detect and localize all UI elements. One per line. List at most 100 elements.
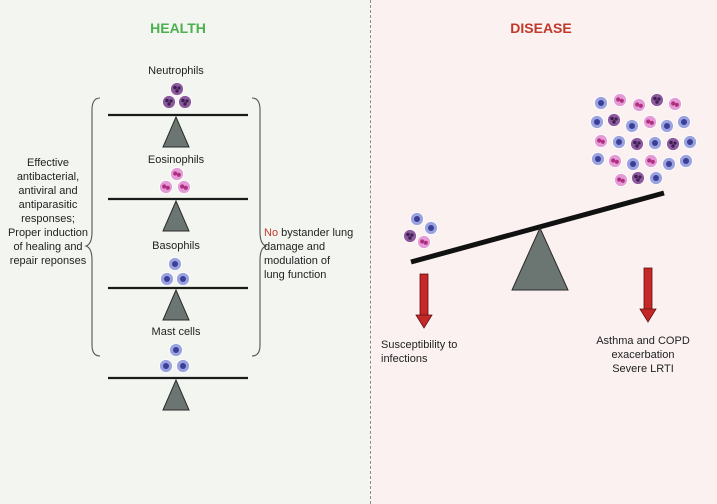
right-text-line: damage and: [264, 241, 326, 253]
neutrophil-cell: [162, 95, 176, 109]
left-text-line: responses;: [21, 213, 75, 225]
health-left-text: Effective antibacterial, antiviral and a…: [2, 156, 94, 268]
panel-divider: [370, 0, 371, 504]
right-text-line: lung function: [264, 269, 327, 281]
cell-nucleus: [162, 184, 167, 189]
cell-nucleus: [406, 232, 410, 237]
neutrophil-cell: [631, 171, 645, 185]
neutrophil-cell: [170, 82, 184, 96]
cell-nucleus: [616, 139, 622, 145]
health-right-text: No bystander lung damage and modulation …: [264, 226, 364, 282]
outcome-line: Susceptibility to: [381, 339, 458, 351]
left-text-line: antiparasitic: [18, 199, 78, 211]
down-arrow-head: [415, 314, 433, 329]
cell-nucleus: [597, 138, 602, 143]
cell-nucleus: [408, 236, 412, 240]
cell-nucleus: [173, 85, 177, 90]
cell-nucleus: [674, 102, 679, 107]
left-text-line: Proper induction: [7, 227, 89, 239]
cell-nucleus: [635, 144, 639, 148]
left-brace: [84, 97, 101, 357]
cell-nucleus: [183, 185, 188, 190]
neutrophil-cell: [403, 229, 417, 243]
fulcrum: [162, 288, 190, 321]
label-basophils: Basophils: [152, 240, 200, 252]
cell-nucleus: [173, 171, 178, 176]
cell-nucleus: [180, 363, 186, 369]
cell-nucleus: [614, 159, 619, 164]
cell-nucleus: [180, 184, 185, 189]
cell-nucleus: [671, 101, 676, 106]
fulcrum: [162, 199, 190, 232]
outcome-line: infections: [381, 353, 428, 365]
cell-nucleus: [423, 240, 428, 245]
label-neutrophils: Neutrophils: [148, 65, 204, 77]
cell-nucleus: [181, 98, 185, 103]
cell-nucleus: [636, 178, 640, 182]
cell-nucleus: [637, 141, 641, 145]
cell-nucleus: [634, 174, 638, 179]
cell-nucleus: [183, 102, 187, 106]
left-text-line: Effective: [27, 157, 69, 169]
cell-nucleus: [595, 156, 601, 162]
cell-nucleus: [611, 158, 616, 163]
left-text-line: repair reponses: [9, 255, 87, 267]
neutrophil-cell: [630, 137, 644, 151]
cell-nucleus: [167, 102, 171, 106]
neutrophil-cell: [178, 95, 192, 109]
cell-nucleus: [655, 100, 659, 104]
cell-nucleus: [185, 99, 189, 103]
cell-nucleus: [428, 225, 434, 231]
cell-nucleus: [657, 97, 661, 101]
cell-nucleus: [420, 239, 425, 244]
cell-nucleus: [619, 98, 624, 103]
left-text-line: of healing and: [13, 241, 83, 253]
cell-nucleus: [650, 159, 655, 164]
fulcrum: [162, 378, 190, 411]
cell-nucleus: [653, 96, 657, 101]
cell-nucleus: [180, 276, 186, 282]
cell-nucleus: [164, 276, 170, 282]
cell-nucleus: [669, 140, 673, 145]
cell-nucleus: [629, 123, 635, 129]
cell-nucleus: [612, 120, 616, 124]
cell-nucleus: [410, 233, 414, 237]
fulcrum: [162, 115, 190, 148]
cell-nucleus: [687, 139, 693, 145]
cell-nucleus: [664, 123, 670, 129]
health-title: HEALTH: [150, 20, 206, 36]
down-arrow: [643, 267, 653, 311]
cell-nucleus: [614, 117, 618, 121]
cell-nucleus: [173, 347, 179, 353]
down-arrow-head: [639, 308, 657, 323]
health-panel: [0, 0, 370, 504]
cell-nucleus: [647, 158, 652, 163]
fulcrum: [511, 226, 569, 291]
cell-nucleus: [652, 140, 658, 146]
label-mast-cells: Mast cells: [151, 326, 201, 338]
cell-nucleus: [610, 116, 614, 121]
cell-nucleus: [177, 86, 181, 90]
cell-nucleus: [666, 161, 672, 167]
outcome-line: Severe LRTI: [612, 363, 674, 375]
cell-nucleus: [163, 363, 169, 369]
cell-nucleus: [617, 177, 622, 182]
cell-nucleus: [598, 100, 604, 106]
cell-nucleus: [169, 99, 173, 103]
outcome-asthma-copd: Asthma and COPD exacerbation Severe LRTI: [578, 334, 708, 376]
cell-nucleus: [635, 102, 640, 107]
cell-nucleus: [172, 261, 178, 267]
cell-nucleus: [165, 98, 169, 103]
cell-nucleus: [176, 172, 181, 177]
cell-nucleus: [649, 120, 654, 125]
cell-nucleus: [600, 139, 605, 144]
cell-nucleus: [633, 140, 637, 145]
neutrophil-cell: [650, 93, 664, 107]
tilted-beam: [410, 190, 665, 265]
right-text-first-rest: bystander lung: [278, 227, 354, 239]
cell-nucleus: [594, 119, 600, 125]
left-text-line: antiviral and: [18, 185, 78, 197]
outcome-susceptibility: Susceptibility to infections: [381, 338, 491, 366]
cell-nucleus: [638, 103, 643, 108]
